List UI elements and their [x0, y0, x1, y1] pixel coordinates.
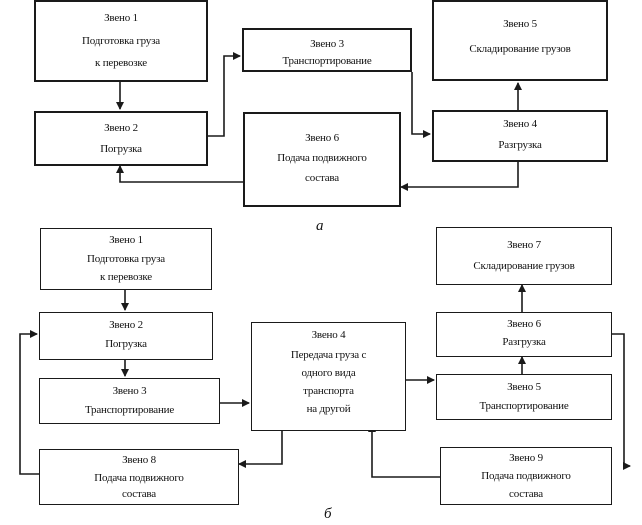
link-title: Звено 9 [509, 452, 543, 464]
link-title: Звено 6 [507, 318, 541, 330]
link-box-b-5: Звено 5 Транспортирование [436, 374, 612, 420]
link-box-a-1: Звено 1 Подготовка груза к перевозке [34, 0, 208, 82]
diagram-caption: а [316, 218, 324, 234]
link-label: на другой [306, 403, 351, 415]
diagram-caption: б [324, 506, 332, 522]
link-title: Звено 3 [112, 385, 147, 397]
link-label: Транспортирование [479, 400, 569, 412]
link-label: состава [509, 488, 543, 500]
link-label: Складирование грузов [469, 43, 571, 55]
link-title: Звено 5 [503, 18, 537, 30]
link-label: к перевозке [95, 57, 147, 69]
arrow-a-z4-to-z6 [400, 162, 519, 191]
link-label: Передача груза с [290, 349, 367, 361]
link-label: Транспортирование [84, 404, 175, 416]
link-box-b-4: Звено 4 Передача груза с одного вида тра… [251, 322, 406, 431]
link-title: Звено 2 [104, 122, 138, 134]
link-box-a-2: Звено 2 Погрузка [34, 111, 208, 166]
link-label: Складирование грузов [473, 260, 575, 272]
link-label: Подача подвижного [277, 152, 367, 164]
link-label: одного вида [301, 367, 356, 379]
link-label: Подача подвижного [94, 472, 184, 484]
link-box-b-9: Звено 9 Подача подвижного состава [440, 447, 612, 505]
link-label: к перевозке [100, 271, 152, 283]
link-label: Подача подвижного [481, 470, 571, 482]
link-title: Звено 7 [507, 239, 541, 251]
link-title: Звено 4 [503, 118, 537, 130]
arrow-b-z8-to-z2 [19, 330, 39, 475]
link-box-b-8: Звено 8 Подача подвижного состава [39, 449, 239, 505]
link-title: Звено 6 [305, 132, 339, 144]
link-label: Подготовка груза [87, 253, 165, 265]
link-label: Транспортирование [282, 55, 372, 67]
link-label: состава [305, 172, 339, 184]
link-title: Звено 8 [122, 454, 156, 466]
link-label: транспорта [303, 385, 354, 397]
link-title: Звено 1 [109, 234, 143, 246]
link-label: Подготовка груза [82, 35, 160, 47]
link-label: Разгрузка [498, 139, 542, 151]
link-box-a-3: Звено 3 Транспортирование [242, 28, 412, 72]
arrow-b-z9-to-z4 [368, 424, 440, 478]
link-box-a-4: Звено 4 Разгрузка [432, 110, 608, 162]
link-label: состава [122, 488, 156, 500]
link-title: Звено 2 [109, 319, 143, 331]
arrow-a-z3-to-z4 [411, 72, 431, 138]
arrow-a-z2-to-z3 [208, 52, 241, 137]
arrow-b-z6-to-z9 [612, 333, 631, 470]
link-title: Звено 1 [104, 12, 138, 24]
arrow-b-z4-to-z8 [238, 431, 283, 468]
link-label: Разгрузка [502, 336, 546, 348]
link-box-b-6: Звено 6 Разгрузка [436, 312, 612, 357]
link-label: Погрузка [100, 143, 142, 155]
link-box-a-5: Звено 5 Складирование грузов [432, 0, 608, 81]
link-box-b-2: Звено 2 Погрузка [39, 312, 213, 360]
link-title: Звено 3 [310, 38, 344, 50]
link-box-b-1: Звено 1 Подготовка груза к перевозке [40, 228, 212, 290]
link-box-b-3: Звено 3 Транспортирование [39, 378, 220, 424]
link-box-a-6: Звено 6 Подача подвижного состава [243, 112, 401, 207]
link-title: Звено 5 [507, 381, 541, 393]
link-box-b-7: Звено 7 Складирование грузов [436, 227, 612, 285]
arrow-a-z6-to-z2 [116, 165, 243, 183]
link-label: Погрузка [105, 338, 147, 350]
link-title: Звено 4 [311, 329, 346, 341]
